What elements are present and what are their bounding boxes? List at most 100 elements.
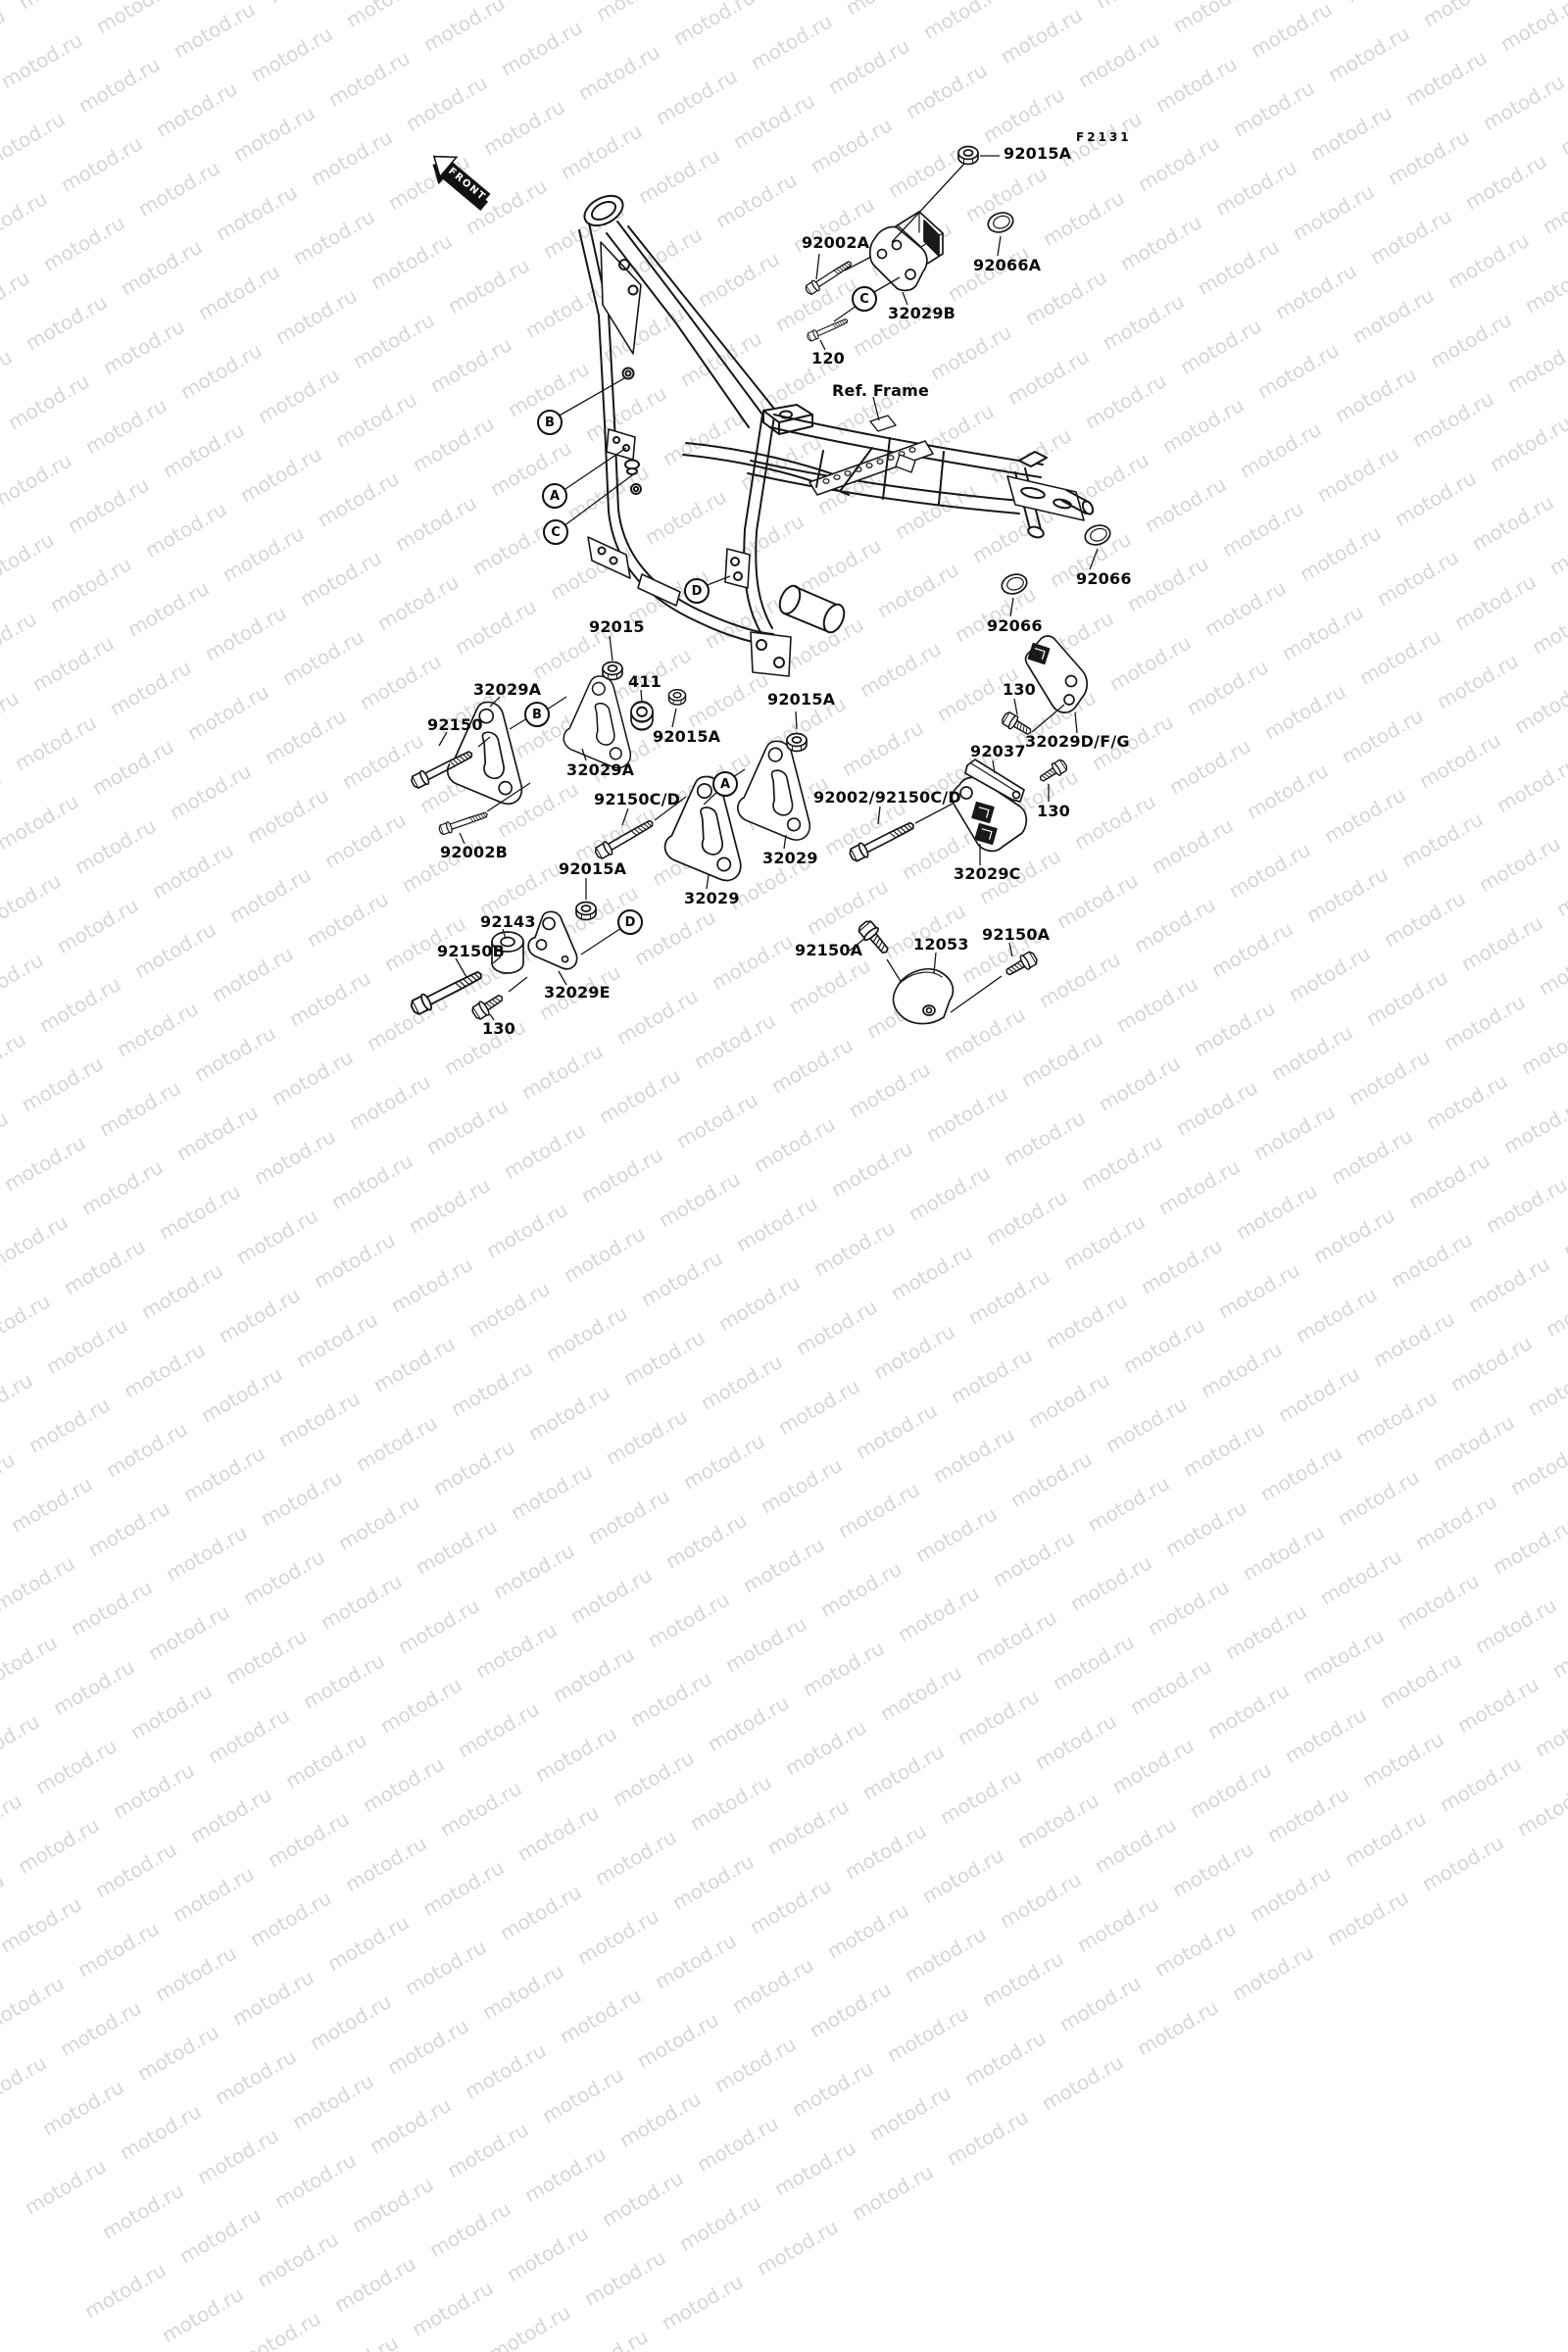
- watermark-text: motod.ru: [678, 1429, 769, 1494]
- watermark-text: motod.ru: [178, 1441, 270, 1507]
- watermark-text: motod.ru: [227, 1965, 318, 2032]
- watermark-text: motod.ru: [618, 1325, 710, 1392]
- callout-b: B: [537, 410, 563, 435]
- watermark-text: motod.ru: [657, 2269, 748, 2335]
- watermark-text: motod.ru: [1107, 1733, 1199, 1799]
- watermark-text: motod.ru: [0, 1788, 26, 1854]
- watermark-text: motod.ru: [506, 1459, 597, 1525]
- watermark-text: motod.ru: [0, 1971, 69, 2037]
- leader-line: [508, 976, 528, 993]
- watermark-text: motod.ru: [0, 1891, 86, 1958]
- watermark-text: motod.ru: [864, 2081, 956, 2146]
- watermark-text: motod.ru: [309, 1228, 400, 1294]
- leader-line: [844, 256, 872, 271]
- watermark-text: motod.ru: [55, 1995, 146, 2062]
- part-label-92037: 92037: [970, 742, 1026, 760]
- watermark-text: motod.ru: [245, 1886, 336, 1952]
- watermark-text: motod.ru: [935, 1763, 1026, 1830]
- watermark-text: motod.ru: [1428, 1410, 1519, 1476]
- watermark-text: motod.ru: [214, 1283, 305, 1348]
- watermark-text: motod.ru: [1245, 1861, 1336, 1927]
- watermark-text: motod.ru: [851, 1397, 942, 1464]
- watermark-text: motod.ru: [484, 2300, 575, 2352]
- watermark-text: motod.ru: [1048, 1630, 1139, 1695]
- watermark-text: motod.ru: [597, 2166, 688, 2231]
- watermark-text: motod.ru: [453, 1696, 544, 1763]
- watermark-text: motod.ru: [1231, 1178, 1322, 1245]
- watermark-text: motod.ru: [798, 1636, 889, 1702]
- watermark-text: motod.ru: [24, 1393, 115, 1458]
- watermark-text: motod.ru: [1505, 1434, 1568, 1500]
- watermark-text: motod.ru: [358, 1751, 449, 1818]
- part-label-12053: 12053: [913, 935, 969, 954]
- watermark-text: motod.ru: [203, 1703, 294, 1769]
- part-32029dfg: [1024, 635, 1089, 713]
- watermark-text: motod.ru: [625, 1666, 716, 1733]
- watermark-text: motod.ru: [654, 1166, 745, 1233]
- watermark-text: motod.ru: [910, 1501, 1002, 1568]
- watermark-text: motod.ru: [1452, 1672, 1544, 1738]
- part-92143: [491, 931, 524, 974]
- leader-line: [783, 834, 787, 850]
- watermark-text: motod.ru: [322, 1910, 414, 1977]
- watermark-text: motod.ru: [1393, 1568, 1484, 1635]
- leader-line: [1013, 698, 1018, 715]
- watermark-text: motod.ru: [731, 1191, 822, 1257]
- watermark-text: motod.ru: [1065, 1550, 1156, 1616]
- watermark-text: motod.ru: [0, 1550, 79, 1617]
- watermark-text: motod.ru: [231, 1203, 322, 1269]
- part-label-32029a-2: 32029A: [566, 760, 635, 779]
- watermark-text: motod.ru: [650, 1928, 741, 1994]
- watermark-text: motod.ru: [41, 1313, 132, 1379]
- watermark-text: motod.ru: [537, 2062, 628, 2129]
- watermark-text: motod.ru: [752, 2214, 843, 2280]
- part-label-92066a: 92066A: [973, 256, 1042, 274]
- watermark-text: motod.ru: [780, 1715, 871, 1781]
- callout-b: B: [524, 702, 550, 727]
- part-label-411: 411: [628, 672, 662, 691]
- watermark-text: motod.ru: [1196, 1337, 1287, 1403]
- watermark-text: motod.ru: [477, 1959, 568, 2025]
- watermark-text: motod.ru: [1273, 1361, 1364, 1428]
- callout-d: D: [684, 578, 710, 604]
- watermark-text: motod.ru: [563, 2325, 652, 2352]
- watermark-text: motod.ru: [805, 1977, 896, 2043]
- watermark-text: motod.ru: [333, 1490, 424, 1556]
- watermark-text: motod.ru: [192, 2124, 283, 2189]
- leader-line: [546, 696, 567, 710]
- watermark-text: motod.ru: [263, 1806, 354, 1873]
- watermark-text: motod.ru: [583, 1484, 674, 1549]
- watermark-text: motod.ru: [1523, 1355, 1568, 1421]
- leader-line: [489, 1013, 495, 1021]
- watermark-text: motod.ru: [858, 1740, 949, 1805]
- watermark-text: motod.ru: [460, 2037, 551, 2104]
- leader-line: [849, 937, 866, 952]
- watermark-text: motod.ru: [411, 1514, 502, 1580]
- watermark-text: motod.ru: [1386, 1227, 1477, 1294]
- watermark-text: motod.ru: [882, 2001, 973, 2067]
- watermark-text: motod.ru: [0, 1868, 9, 1934]
- watermark-text: motod.ru: [1308, 1202, 1399, 1269]
- callout-c: C: [852, 286, 877, 312]
- watermark-text: motod.ru: [953, 1685, 1044, 1750]
- watermark-text: motod.ru: [365, 2092, 456, 2159]
- watermark-text: motod.ru: [37, 2075, 128, 2141]
- leader-line: [873, 276, 901, 293]
- watermark-text: motod.ru: [97, 2179, 188, 2244]
- watermark-text: motod.ru: [1262, 1782, 1353, 1847]
- watermark-text: motod.ru: [868, 1319, 959, 1385]
- watermark-text: motod.ru: [513, 1800, 604, 1867]
- part-label-130-mid: 130: [1003, 680, 1036, 699]
- watermark-text: motod.ru: [1160, 1495, 1251, 1561]
- leader-line: [502, 928, 507, 940]
- watermark-text: motod.ru: [822, 1897, 913, 1964]
- watermark-text: motod.ru: [833, 1477, 924, 1544]
- watermark-text: motod.ru: [756, 1452, 847, 1519]
- watermark-text: motod.ru: [572, 1904, 663, 1970]
- leader-lines: [438, 155, 1099, 1021]
- watermark-text: motod.ru: [210, 2044, 301, 2110]
- watermark-text: motod.ru: [1054, 1971, 1146, 2036]
- watermark-text: motod.ru: [667, 1849, 759, 1915]
- leader-line: [609, 635, 613, 662]
